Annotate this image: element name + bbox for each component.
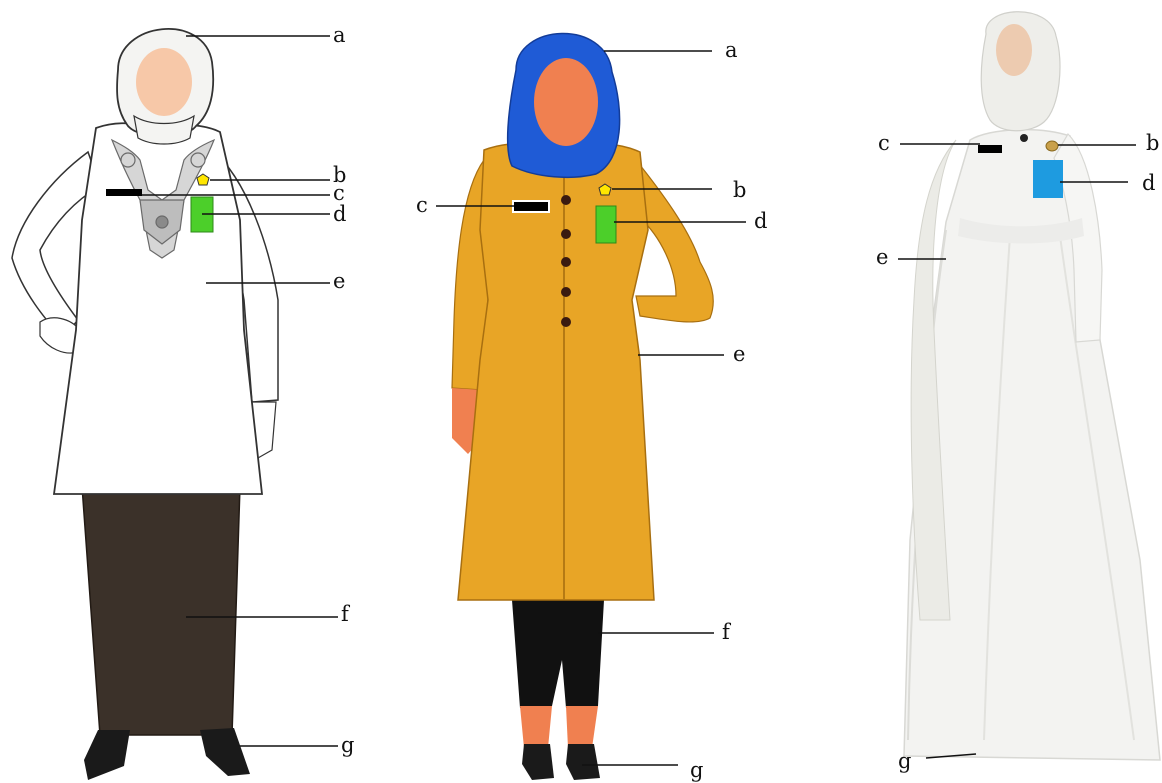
figure-2-label-d: d xyxy=(754,209,767,233)
figure-1-skirt xyxy=(82,486,240,735)
figure-3-label-b: b xyxy=(1146,131,1159,155)
figure-3-gown xyxy=(904,130,1160,760)
figure-3-face xyxy=(996,24,1032,76)
figure-3-name-bar xyxy=(978,145,1002,153)
figure-2-label-f: f xyxy=(722,620,732,644)
figure-2-label-c: c xyxy=(416,193,428,217)
figure-3: b c d e g xyxy=(876,12,1160,773)
figure-1-name-bar xyxy=(106,189,142,196)
figure-1-left-shoe xyxy=(84,730,130,780)
figure-1-right-shoe xyxy=(200,728,250,776)
figure-2-label-e: e xyxy=(733,342,745,366)
figure-2-label-a: a xyxy=(725,38,738,62)
figure-1-face xyxy=(136,48,192,116)
figure-1-label-f: f xyxy=(341,602,351,626)
figure-1-label-g: g xyxy=(341,733,354,757)
figure-2-name-bar xyxy=(513,201,549,212)
figure-2-coat xyxy=(458,143,654,600)
figure-3-label-e: e xyxy=(876,245,888,269)
figure-3-badge xyxy=(1046,141,1058,151)
figure-1-label-d: d xyxy=(333,202,346,226)
figure-2-pants xyxy=(512,600,604,708)
figure-2-right-shoe xyxy=(566,744,600,780)
figure-2-left-shoe xyxy=(522,744,554,780)
figure-1-label-e: e xyxy=(333,269,345,293)
figure-2-right-arm xyxy=(636,160,713,322)
figure-3-label-d: d xyxy=(1142,171,1155,195)
figure-1: a b c d e f g xyxy=(12,23,354,780)
figure-1-label-a: a xyxy=(333,23,346,47)
figure-3-name-tag xyxy=(1033,160,1063,198)
figure-2-label-g: g xyxy=(690,758,703,782)
figure-2-name-tag xyxy=(596,206,616,243)
figure-3-label-c: c xyxy=(878,131,890,155)
figure-3-label-g: g xyxy=(898,749,911,773)
figure-2-label-b: b xyxy=(733,178,746,202)
figure-2-face xyxy=(534,58,598,146)
figure-2: a b c d e f g xyxy=(416,33,767,782)
